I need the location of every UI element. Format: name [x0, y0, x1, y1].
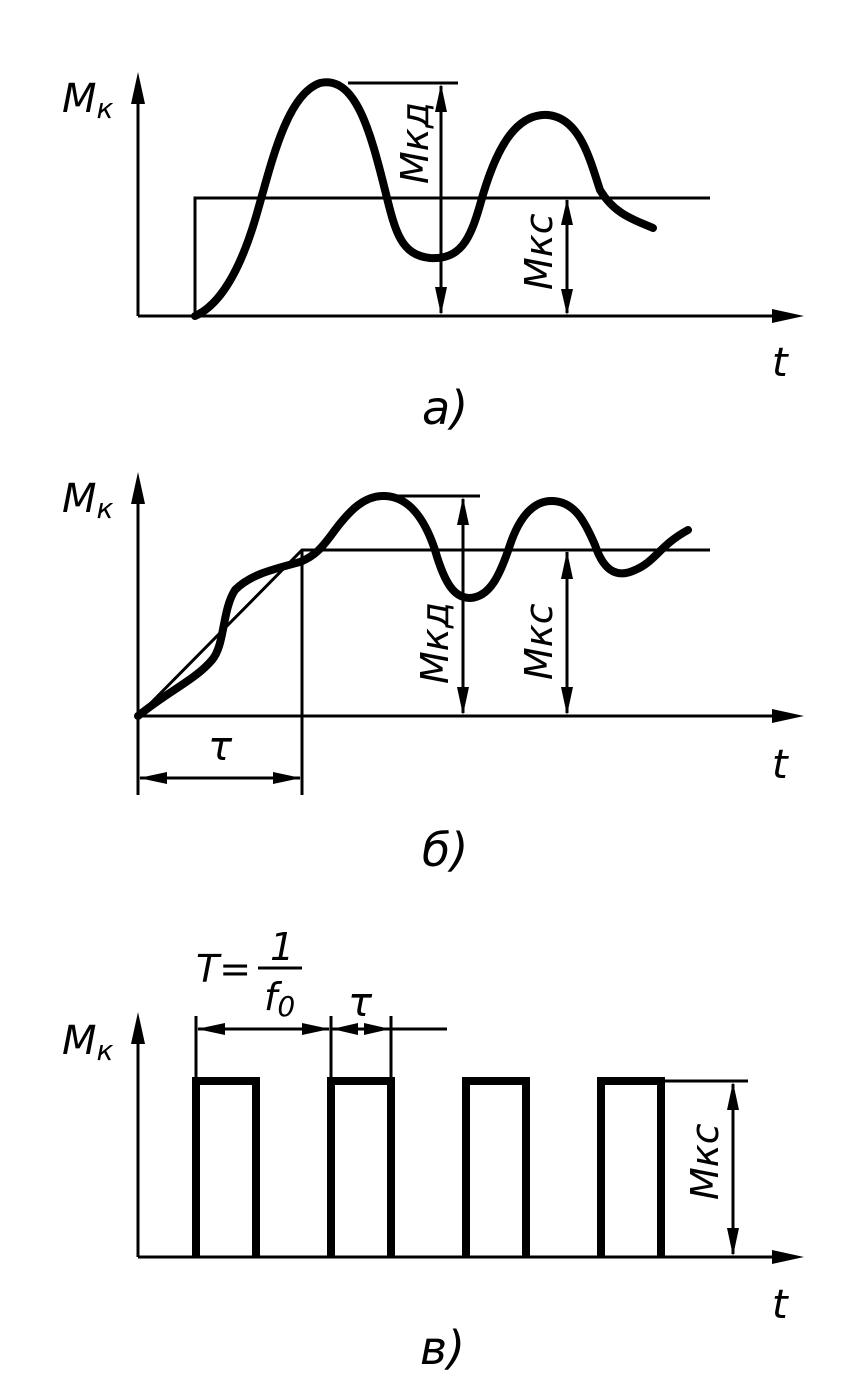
panel-b-y-label-sub: к [97, 492, 114, 525]
panel-c-pulse-3 [462, 1077, 530, 1257]
panel-a-dyn-dim-arrow-top [435, 84, 447, 112]
panel-b-stat-dim-arrow-top [561, 551, 573, 579]
panel-a-stat-label: Mкс [517, 213, 561, 290]
panel-b-tau-arrow-left [139, 772, 167, 784]
panel-c-tau-label: τ [348, 980, 373, 1026]
panel-a-caption: а) [422, 381, 468, 435]
panel-c-caption: в) [420, 1321, 465, 1375]
panel-c-y-label-main: M [62, 1018, 97, 1064]
panel-b-dynamic-torque-curve [134, 492, 692, 720]
panel-c-x-label: t [772, 1282, 789, 1328]
panel-a-static-torque-step [193, 196, 710, 316]
panel-a-x-label: t [772, 340, 789, 386]
panel-b-y-axis-arrow [131, 472, 145, 504]
panel-c: Mк t T= 1 f0 τ Mкс в) [62, 925, 804, 1375]
panel-c-period-arrow-left [197, 1023, 225, 1035]
panel-b-dyn-dim-arrow-top [457, 497, 469, 525]
panel-c-pulse-2 [327, 1077, 395, 1257]
panel-c-pulse-4 [597, 1077, 665, 1257]
panel-a-y-axis-arrow [131, 72, 145, 104]
panel-c-y-label-sub: к [97, 1034, 114, 1067]
panel-b-stat-label: Mкс [517, 603, 561, 680]
panel-c-y-axis-arrow [131, 1012, 145, 1044]
panel-a-y-label-main: M [62, 76, 97, 122]
panel-a: Mк t Mкд Mкс а) [62, 72, 804, 435]
panel-b-tau-label: τ [208, 724, 233, 770]
panel-b-y-label-main: M [62, 476, 97, 522]
panel-c-period-arrow-right [302, 1023, 330, 1035]
panel-c-pulse-1 [192, 1077, 260, 1257]
panel-b-caption: б) [422, 823, 468, 877]
panel-b-dyn-dim-arrow-bottom [457, 687, 469, 715]
panel-c-x-axis-arrow [772, 1250, 804, 1264]
panel-b-dyn-label: Mкд [413, 602, 457, 684]
panel-b-y-label: Mк [62, 476, 114, 525]
panel-a-dyn-dim-arrow-bottom [435, 287, 447, 315]
panel-c-stat-label: Mкс [683, 1123, 727, 1200]
panel-b-x-label: t [772, 742, 789, 788]
panel-c-stat-dim-arrow-bottom [727, 1228, 739, 1256]
panel-a-dynamic-torque-curve [191, 78, 657, 320]
panel-b-stat-dim-arrow-bottom [561, 687, 573, 715]
panel-b-x-axis-arrow [772, 709, 804, 723]
panel-a-stat-dim-arrow-bottom [561, 289, 573, 315]
panel-b-tau-arrow-right [273, 772, 301, 784]
panel-c-stat-dim-arrow-top [727, 1082, 739, 1110]
panel-a-stat-dim-arrow-top [561, 199, 573, 225]
panel-b: Mк t τ Mкд Mкс б) [62, 472, 804, 877]
panel-a-y-label: Mк [62, 76, 114, 125]
panel-c-period-denominator: f0 [264, 975, 295, 1023]
panel-a-dyn-label: Mкд [393, 102, 437, 184]
panel-c-period-den-sub: 0 [277, 990, 295, 1023]
panel-c-period-numerator: 1 [270, 925, 294, 969]
panel-c-y-label: Mк [62, 1018, 114, 1067]
panel-c-tau-arrow-right [364, 1023, 390, 1035]
panel-c-tau-arrow-left [332, 1023, 358, 1035]
panel-a-y-label-sub: к [97, 92, 114, 125]
panel-a-x-axis-arrow [772, 309, 804, 323]
panel-c-period-lhs: T= [196, 947, 251, 991]
